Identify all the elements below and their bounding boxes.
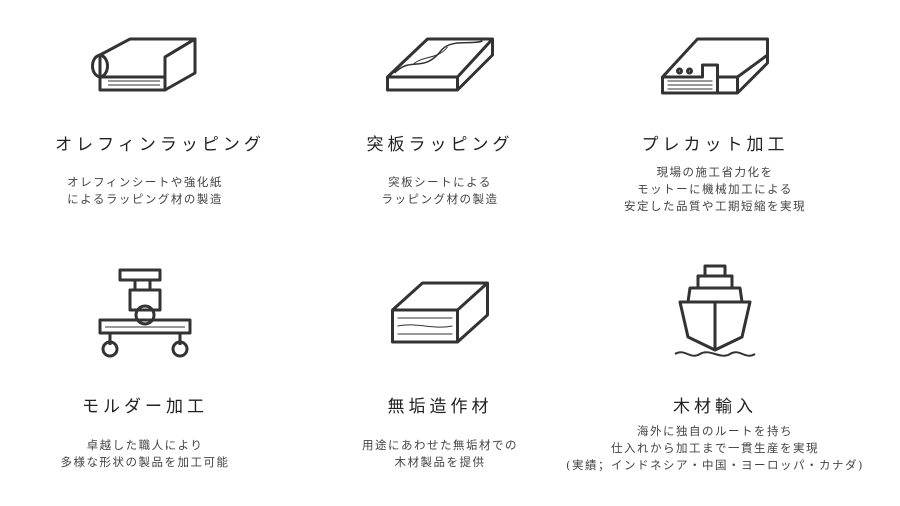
service-title: 無垢造作材 (387, 397, 493, 417)
service-description: 卓越した職人により 多様な形状の製品を加工可能 (0, 437, 290, 471)
desc-line: 多様な形状の製品を加工可能 (60, 455, 230, 469)
desc-line: 用途にあわせた無垢材での (362, 438, 518, 452)
ship-icon (670, 262, 760, 366)
precut-board-icon (658, 35, 773, 101)
wrapped-board-icon (90, 35, 200, 99)
desc-line: ラッピング材の製造 (381, 192, 499, 206)
solid-wood-icon (388, 280, 493, 349)
service-title: 突板ラッピング (366, 135, 514, 155)
veneer-board-icon (383, 35, 498, 101)
desc-line: 安定した品質や工期短縮を実現 (624, 199, 806, 213)
service-description: 突板シートによる ラッピング材の製造 (295, 174, 585, 208)
desc-line: 木材製品を提供 (394, 455, 486, 469)
desc-line: 突板シートによる (388, 175, 492, 189)
service-title: モルダー加工 (82, 397, 208, 417)
desc-line: 仕入れから加工まで一貫生産を実現 (611, 441, 819, 455)
service-description: 現場の施工省力化を モットーに機械加工による 安定した品質や工期短縮を実現 (570, 164, 860, 215)
service-title: 木材輸入 (673, 397, 757, 417)
service-description: 用途にあわせた無垢材での 木材製品を提供 (295, 437, 585, 471)
service-title: オレフィンラッピング (55, 135, 265, 155)
desc-line: 現場の施工省力化を (656, 165, 774, 179)
desc-line: 卓越した職人により (86, 438, 204, 452)
molder-machine-icon (95, 265, 195, 364)
service-description: オレフィンシートや強化紙 によるラッピング材の製造 (0, 174, 290, 208)
desc-line: によるラッピング材の製造 (67, 192, 223, 206)
desc-line: モットーに機械加工による (637, 182, 793, 196)
desc-line: (実績；インドネシア・中国・ヨーロッパ・カナダ) (566, 458, 864, 472)
desc-line: オレフィンシートや強化紙 (67, 175, 223, 189)
desc-line: 海外に独自のルートを持ち (637, 424, 793, 438)
service-description: 海外に独自のルートを持ち 仕入れから加工まで一貫生産を実現 (実績；インドネシア… (540, 423, 890, 474)
service-title: プレカット加工 (641, 135, 789, 155)
